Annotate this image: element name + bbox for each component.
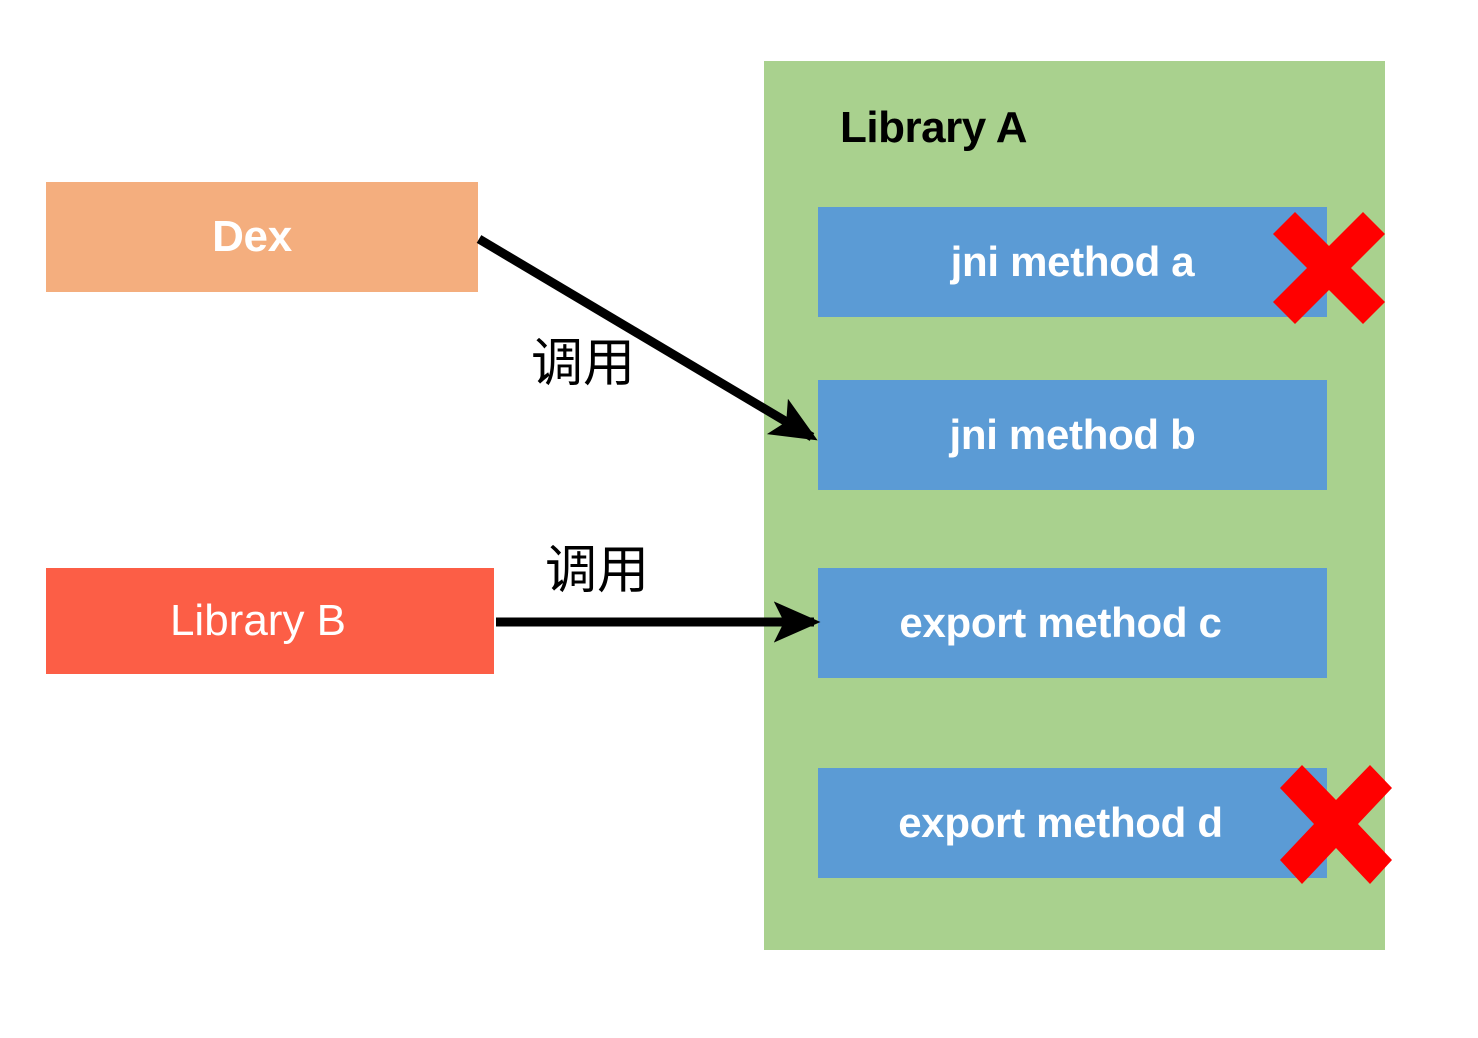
method-box-jni-a[interactable]: jni method a — [818, 207, 1327, 317]
dex-label: Dex — [212, 212, 292, 261]
method-label: jni method b — [949, 411, 1196, 458]
method-label: export method d — [898, 799, 1223, 846]
library-b-label: Library B — [169, 596, 347, 645]
arrow-label-call-libb: 调用 — [545, 541, 650, 601]
arrow-label-call-dex: 调用 — [531, 334, 636, 394]
method-box-export-d[interactable]: export method d — [818, 768, 1327, 878]
method-box-export-c[interactable]: export method c — [818, 568, 1327, 678]
arrow-dex-to-jni-method-b — [476, 235, 818, 441]
method-label: export method c — [899, 599, 1222, 646]
dex-box[interactable]: Dex — [46, 182, 478, 292]
method-box-jni-b[interactable]: jni method b — [818, 380, 1327, 490]
library-a-title: Library A — [840, 103, 1028, 152]
library-b-box[interactable]: Library B — [46, 568, 494, 674]
method-label: jni method a — [950, 238, 1195, 285]
